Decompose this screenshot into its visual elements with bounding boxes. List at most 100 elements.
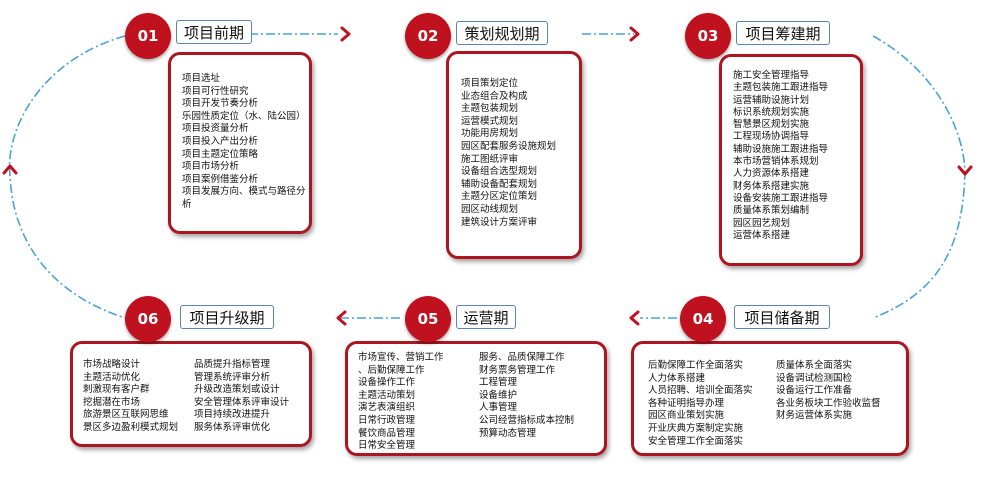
stage-06-list-left: 市场战略设计 主题活动优化 刺激现有客户群 挖掘潜在市场 旅游景区互联网思维 景… — [83, 359, 195, 435]
list-item: 项目案例借鉴分析 — [182, 173, 259, 185]
stage-04-title: 项目储备期 — [734, 305, 830, 329]
list-item: 项目市场分析 — [182, 161, 240, 173]
list-item: 管理系统评审分析 — [194, 371, 271, 383]
stage-04-box: 后勤保障工作全面落实 人力体系搭建 人员招聘、培训全面落实 各种证明指导办理 园… — [631, 341, 909, 456]
list-item: 工程管理 — [479, 377, 518, 389]
list-item: 安全管理体系评审设计 — [194, 396, 290, 408]
stage-03-number-badge: 03 — [685, 13, 731, 59]
list-item: 辅助设备配套规划 — [461, 178, 538, 190]
list-item: 运营体系搭建 — [733, 229, 791, 241]
list-item: 项目投入产出分析 — [182, 135, 259, 147]
list-item: 园区园艺规划 — [733, 217, 791, 229]
list-item: 质量体系策划编制 — [733, 205, 810, 217]
stage-06-title: 项目升级期 — [180, 305, 274, 329]
stage-03-list: 施工安全管理指导 主题包装施工跟进指导 运营辅助设施计划 标识系统规划实施 智慧… — [733, 70, 860, 242]
list-item: 施工图纸评审 — [461, 153, 519, 165]
stage-01-box: 项目选址 项目可行性研究 项目开发节奏分析 乐园性质定位（水、陆公园） 项目投资… — [168, 52, 312, 234]
list-item: 项目开发节奏分析 — [182, 98, 259, 110]
stage-03-title: 项目筹建期 — [736, 21, 830, 45]
list-item: 施工安全管理指导 — [733, 70, 810, 81]
list-item: 安全管理工作全面落实 — [648, 435, 744, 447]
arrow-left-4-icon — [629, 310, 640, 326]
list-item: 日常安全管理 — [358, 440, 416, 452]
stage-02-number-badge: 02 — [405, 13, 451, 59]
list-item: 园区商业策划实施 — [648, 410, 725, 422]
list-item: 主题活动策划 — [358, 389, 416, 401]
list-item: 业态组合及构成 — [461, 90, 528, 102]
list-item: 项目投资量分析 — [182, 123, 249, 135]
arrow-left-5-icon — [336, 310, 347, 326]
stage-03-box: 施工安全管理指导 主题包装施工跟进指导 运营辅助设施计划 标识系统规划实施 智慧… — [719, 54, 863, 266]
arrow-down-3-icon — [957, 165, 973, 176]
stage-06-list-right: 品质提升指标管理 管理系统评审分析 升级改造策划或设计 安全管理体系评审设计 项… — [194, 359, 309, 435]
arrow-right-2-icon — [629, 26, 640, 42]
stage-01-number-badge: 01 — [125, 13, 171, 59]
list-item: 园区配套服务设施规划 — [461, 140, 557, 152]
list-item: 设备调试检测国检 — [776, 372, 853, 384]
list-item: 财务票务管理工作 — [479, 364, 556, 376]
list-item: 挖掘潜在市场 — [83, 396, 141, 408]
list-item: 景区多边盈利模式规划 — [83, 421, 179, 433]
list-item: 服务、品质保障工作 — [479, 352, 565, 363]
list-item: 项目选址 — [182, 73, 221, 84]
list-item: 主题活动优化 — [83, 371, 141, 383]
connector-left-arc — [8, 35, 126, 319]
list-item: 升级改造策划或设计 — [194, 384, 280, 396]
stage-01-list: 项目选址 项目可行性研究 项目开发节奏分析 乐园性质定位（水、陆公园） 项目投资… — [182, 73, 306, 212]
list-item: 财务运营体系实施 — [776, 410, 853, 422]
stage-04-list-right: 质量体系全面落实 设备调试检测国检 设备运行工作准备 各业务板块工作验收监督 财… — [776, 360, 906, 423]
list-item: 设备操作工作 — [358, 377, 416, 389]
stage-02-box: 项目策划定位 业态组合及构成 主题包装规划 运营模式规划 功能用房规划 园区配套… — [446, 51, 582, 259]
list-item: 主题包装施工跟进指导 — [733, 82, 829, 94]
stage-05-box: 市场宣传、营销工作 、后勤保障工作 设备操作工作 主题活动策划 演艺表演组织 日… — [345, 341, 607, 456]
list-item: 各业务板块工作验收监督 — [776, 397, 881, 409]
list-item: 项目策划定位 — [461, 78, 519, 89]
list-item: 人员招聘、培训全面落实 — [648, 385, 753, 397]
stage-06-box: 市场战略设计 主题活动优化 刺激现有客户群 挖掘潜在市场 旅游景区互联网思维 景… — [70, 341, 312, 447]
connector-right-arc — [872, 35, 966, 319]
list-item: 标识系统规划实施 — [733, 106, 810, 118]
list-item: 预算动态管理 — [479, 427, 537, 439]
list-item: 设备安装施工跟进指导 — [733, 192, 829, 204]
stage-02-title: 策划规划期 — [456, 21, 548, 45]
list-item: 运营辅助设施计划 — [733, 94, 810, 106]
list-item: 刺激现有客户群 — [83, 384, 150, 396]
list-item: 乐园性质定位（水、陆公园） — [182, 110, 306, 122]
list-item: 智慧景区规划实施 — [733, 119, 810, 131]
list-item: 日常行政管理 — [358, 414, 416, 426]
list-item: 设备维护 — [479, 389, 518, 401]
list-item: 设备运行工作准备 — [776, 385, 853, 397]
list-item: 服务体系评审优化 — [194, 421, 271, 433]
list-item: 主题包装规划 — [461, 103, 519, 115]
list-item: 后勤保障工作全面落实 — [648, 360, 744, 371]
list-item: 项目主题定位策略 — [182, 148, 259, 160]
stage-04-number-badge: 04 — [680, 296, 726, 342]
list-item: 质量体系全面落实 — [776, 360, 853, 371]
list-item: 项目发展方向、模式与路径分析 — [182, 186, 306, 210]
list-item: 公司经营指标成本控制 — [479, 414, 575, 426]
stage-05-number-badge: 05 — [405, 296, 451, 342]
list-item: 辅助设施施工跟进指导 — [733, 143, 829, 155]
list-item: 主题分区定位策划 — [461, 191, 538, 203]
stage-05-title: 运营期 — [456, 305, 516, 329]
list-item: 本市场营销体系规划 — [733, 156, 819, 168]
list-item: 工程现场协调指导 — [733, 131, 810, 143]
stage-04-list-left: 后勤保障工作全面落实 人力体系搭建 人员招聘、培训全面落实 各种证明指导办理 园… — [648, 360, 784, 448]
list-item: 餐饮商品管理 — [358, 427, 416, 439]
list-item: 各种证明指导办理 — [648, 397, 725, 409]
list-item: 市场战略设计 — [83, 359, 141, 370]
list-item: 旅游景区互联网思维 — [83, 409, 169, 421]
list-item: 演艺表演组织 — [358, 402, 416, 414]
list-item: 人力资源体系搭建 — [733, 168, 810, 180]
stage-02-list: 项目策划定位 业态组合及构成 主题包装规划 运营模式规划 功能用房规划 园区配套… — [461, 78, 579, 229]
list-item: 建筑设计方案评审 — [461, 216, 538, 228]
list-item: 项目持续改进提升 — [194, 409, 271, 421]
list-item: 市场宣传、营销工作 — [358, 352, 444, 363]
list-item: 开业庆典方案制定实施 — [648, 422, 744, 434]
stage-05-list-left: 市场宣传、营销工作 、后勤保障工作 设备操作工作 主题活动策划 演艺表演组织 日… — [358, 352, 482, 453]
list-item: 人力体系搭建 — [648, 372, 706, 384]
list-item: 人事管理 — [479, 402, 518, 414]
list-item: 项目可行性研究 — [182, 85, 249, 97]
list-item: 运营模式规划 — [461, 115, 519, 127]
list-item: 园区动线规划 — [461, 203, 519, 215]
